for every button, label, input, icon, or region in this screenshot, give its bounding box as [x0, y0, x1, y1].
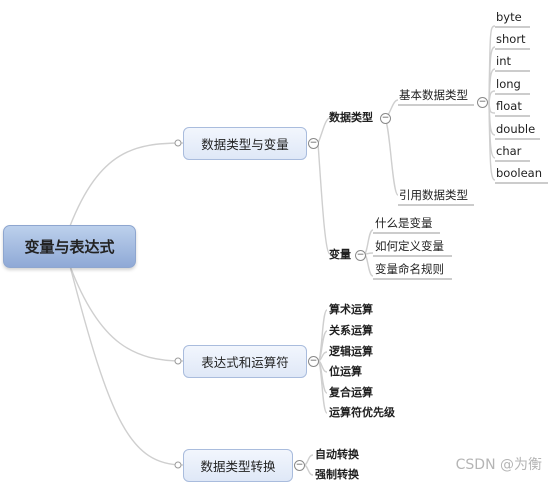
collapse-icon[interactable]: − — [477, 97, 488, 108]
leaf-arithmetic[interactable]: 算术运算 — [329, 303, 373, 316]
leaf-define-variable[interactable]: 如何定义变量 — [375, 239, 444, 253]
collapse-icon[interactable]: − — [308, 356, 319, 367]
collapse-icon[interactable]: − — [294, 460, 305, 471]
leaf-double[interactable]: double — [496, 122, 536, 136]
node-variables[interactable]: 变量 — [329, 248, 351, 261]
collapse-icon[interactable]: − — [380, 113, 391, 124]
leaf-auto-conversion[interactable]: 自动转换 — [315, 448, 359, 461]
leaf-byte[interactable]: byte — [496, 10, 522, 24]
node-reference-types[interactable]: 引用数据类型 — [399, 188, 468, 202]
leaf-precedence[interactable]: 运算符优先级 — [329, 406, 395, 419]
leaf-int[interactable]: int — [496, 54, 511, 68]
leaf-forced-conversion[interactable]: 强制转换 — [315, 468, 359, 481]
leaf-logical[interactable]: 逻辑运算 — [329, 345, 373, 358]
leaf-naming-rules[interactable]: 变量命名规则 — [375, 262, 444, 276]
leaf-float[interactable]: float — [496, 99, 522, 113]
branch-types-variables[interactable]: 数据类型与变量 — [183, 127, 307, 160]
leaf-compound[interactable]: 复合运算 — [329, 386, 373, 399]
node-basic-types[interactable]: 基本数据类型 — [399, 88, 468, 102]
collapse-icon[interactable]: − — [355, 250, 366, 261]
leaf-char[interactable]: char — [496, 144, 522, 158]
root-node[interactable]: 变量与表达式 — [3, 225, 136, 268]
leaf-bitwise[interactable]: 位运算 — [329, 365, 362, 378]
branch-expressions-operators[interactable]: 表达式和运算符 — [183, 345, 307, 378]
leaf-relational[interactable]: 关系运算 — [329, 324, 373, 337]
watermark: CSDN @为衡 — [455, 457, 542, 473]
leaf-boolean[interactable]: boolean — [496, 166, 542, 180]
collapse-icon[interactable]: − — [308, 138, 319, 149]
leaf-what-is-variable[interactable]: 什么是变量 — [375, 216, 433, 230]
branch-type-conversion[interactable]: 数据类型转换 — [183, 449, 293, 482]
leaf-long[interactable]: long — [496, 77, 521, 91]
leaf-short[interactable]: short — [496, 32, 526, 46]
node-data-types[interactable]: 数据类型 — [329, 111, 373, 124]
